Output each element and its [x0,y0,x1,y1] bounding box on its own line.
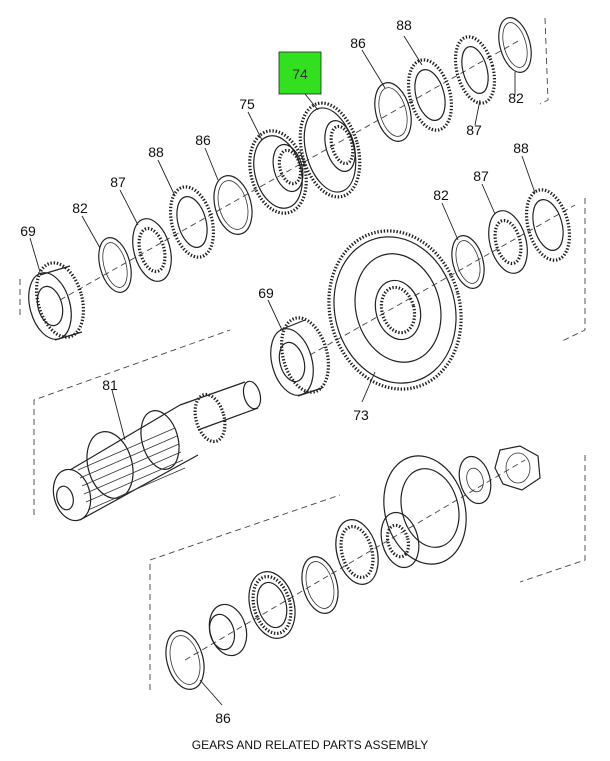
callout-88-top: 88 [396,17,412,33]
companion-flange [380,455,467,569]
callout-86-bottom: 86 [215,710,231,726]
callout-82-right: 82 [433,187,449,203]
bearing-lower [248,571,296,639]
gear-69-mid [270,316,331,397]
highlight-box[interactable] [278,51,322,95]
callout-labels: 88 86 82 87 75 86 88 87 82 69 88 87 82 6… [20,17,529,726]
snap-ring-82-left [98,237,132,293]
group-outline-upper [19,17,549,315]
callout-75: 75 [239,96,255,112]
highlight-label: 74 [292,66,308,82]
axis-line-lower [184,459,526,661]
snap-ring-82-top [498,17,532,73]
group-outline-lower [149,455,586,690]
leader-lines [29,35,536,706]
callout-87-mid: 87 [110,174,126,190]
spacer-lower [208,603,248,657]
group-outline-middle [33,198,586,515]
callout-81: 81 [102,377,118,393]
sleeve-88-right [524,188,572,262]
snap-ring-86-bottom [165,630,205,690]
callout-69-left: 69 [20,223,36,239]
snap-ring-lower [301,556,339,614]
gear-69-left [28,261,86,341]
callout-73: 73 [353,407,369,423]
axis-line-middle [309,204,576,356]
callout-69-mid: 69 [258,285,274,301]
callout-88-right: 88 [513,140,529,156]
sleeve-88-mid [168,185,216,259]
sleeve-88-top [406,58,454,132]
snap-ring-82-right [451,235,485,289]
gear-75 [248,129,308,215]
callout-86-top: 86 [350,35,366,51]
nut [494,445,541,491]
axis-line-upper [59,39,521,301]
gear-74 [298,101,362,199]
clutch-hub-87-mid [132,218,172,282]
snap-ring-86-mid [213,175,253,235]
snap-ring-86-top [374,82,412,142]
callout-86-mid: 86 [195,132,211,148]
callout-82-left: 82 [72,200,88,216]
callout-87-right: 87 [473,168,489,184]
callout-87-top: 87 [466,122,482,138]
clutch-hub-87-right [488,210,528,274]
diagram-caption: GEARS AND RELATED PARTS ASSEMBLY [192,738,429,752]
mainshaft-81 [52,380,262,522]
bearing-cup-lower [335,519,379,585]
highlight-74[interactable]: 74 [278,51,322,95]
callout-88-mid: 88 [148,144,164,160]
callout-82-top: 82 [508,90,524,106]
washer-lower [458,455,492,505]
gear-73 [327,229,463,391]
clutch-hub-87-top [453,35,497,105]
